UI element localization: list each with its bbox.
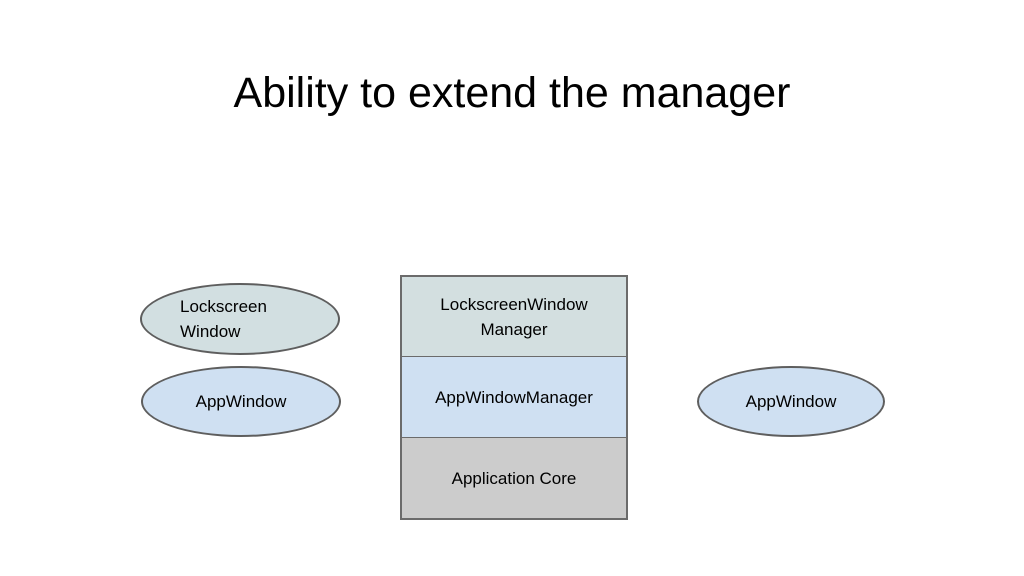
- page-title: Ability to extend the manager: [233, 69, 791, 117]
- node-label-line2: Window: [180, 322, 241, 341]
- stack-layer-appwindowmanager[interactable]: AppWindowManager: [400, 356, 628, 439]
- node-label: AppWindow: [195, 392, 287, 411]
- node-app-window-right[interactable]: AppWindow: [697, 366, 885, 437]
- node-label: AppWindow: [745, 392, 837, 411]
- node-label-line1: Lockscreen: [180, 297, 267, 316]
- stack-layer-label: AppWindowManager: [435, 387, 593, 407]
- stack-layer-label: Application Core: [451, 468, 577, 488]
- stack-layer-line2: Manager: [480, 319, 548, 339]
- node-app-window-left[interactable]: AppWindow: [141, 366, 341, 437]
- stack-layer-application-core[interactable]: Application Core: [400, 437, 628, 520]
- stack-layer-line1: LockscreenWindow: [440, 294, 588, 314]
